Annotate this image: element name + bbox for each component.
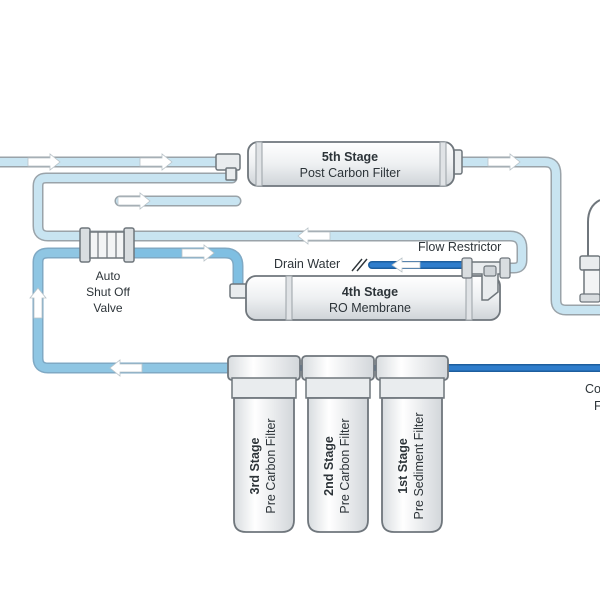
auto-shut-off-label-line3: Valve	[93, 301, 122, 315]
stage1-title: 1st Stage	[396, 438, 410, 494]
stage3-subtitle: Pre Carbon Filter	[264, 418, 278, 513]
tube-to-faucet	[452, 156, 600, 316]
tubing	[0, 156, 600, 374]
stage1-pre-sediment-filter: 1st Stage Pre Sediment Filter	[375, 355, 449, 533]
tube-feed-loop	[32, 247, 246, 374]
stage2-title: 2nd Stage	[322, 436, 336, 496]
cut-off-label-line1: Co	[585, 382, 600, 396]
faucet	[579, 199, 600, 303]
stage4-title: 4th Stage	[342, 285, 398, 299]
arrow-left-icon	[391, 257, 421, 273]
drain-water: Drain Water	[274, 257, 368, 272]
drain-break-icon	[351, 258, 368, 272]
stage5-subtitle: Post Carbon Filter	[300, 166, 401, 180]
auto-shut-off-valve: Auto Shut Off Valve	[79, 227, 135, 315]
arrow-right-icon	[117, 192, 151, 210]
arrow-up-icon	[29, 287, 47, 319]
stage1-subtitle: Pre Sediment Filter	[412, 413, 426, 520]
flow-restrictor-label: Flow Restrictor	[418, 240, 501, 254]
tube-valve-to-membrane	[122, 247, 244, 296]
drain-water-label: Drain Water	[274, 257, 340, 271]
auto-shut-off-label-line2: Shut Off	[86, 285, 130, 299]
flow-restrictor: Flow Restrictor	[418, 240, 511, 301]
stage5-post-carbon-filter: 5th Stage Post Carbon Filter	[215, 141, 463, 187]
cut-off-label-line2: F	[594, 399, 600, 413]
auto-shut-off-label-line1: Auto	[96, 269, 121, 283]
arrow-right-icon	[139, 153, 173, 171]
flow-arrows	[27, 153, 521, 377]
arrow-right-icon	[27, 153, 61, 171]
stage2-subtitle: Pre Carbon Filter	[338, 418, 352, 513]
stage4-subtitle: RO Membrane	[329, 301, 411, 315]
arrow-right-icon	[181, 244, 215, 262]
arrow-left-icon	[109, 359, 143, 377]
stage5-title: 5th Stage	[322, 150, 378, 164]
arrow-left-icon	[297, 227, 331, 245]
stage3-pre-carbon-filter: 3rd Stage Pre Carbon Filter	[227, 355, 301, 533]
stage3-title: 3rd Stage	[248, 437, 262, 494]
stage2-pre-carbon-filter: 2nd Stage Pre Carbon Filter	[301, 355, 375, 533]
stage4-ro-membrane: 4th Stage RO Membrane	[229, 275, 501, 321]
arrow-right-icon	[487, 153, 521, 171]
